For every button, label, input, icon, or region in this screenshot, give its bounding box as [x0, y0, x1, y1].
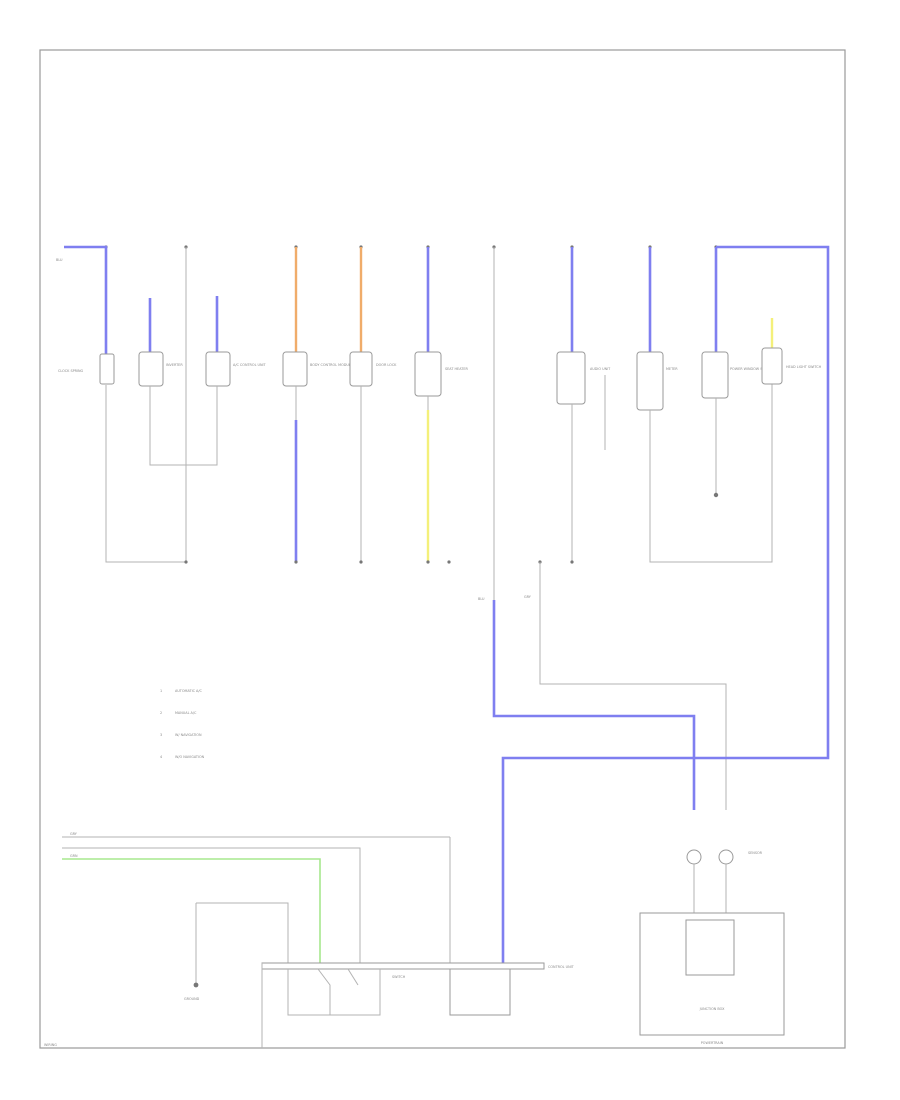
top-connector-row: [104, 245, 718, 249]
wire-col1-lower: [105, 247, 187, 563]
connector-pin: [570, 560, 574, 564]
bus-green: [62, 858, 321, 963]
sensor-left: [686, 849, 702, 865]
junction-label: JUNCTION BOX: [699, 1007, 725, 1011]
component-8: [636, 351, 664, 411]
switch-box: [261, 962, 545, 970]
wire-col8b-gray: [539, 562, 727, 810]
wire-col7-blue-run: [492, 600, 696, 810]
bus-gray-2: [62, 847, 361, 963]
control-unit-box: [449, 968, 511, 1016]
wire-col9-lower: [649, 370, 773, 563]
legend-text: MANUAL A/C: [175, 711, 197, 715]
ground-point: [713, 492, 719, 498]
component-5: [349, 351, 373, 387]
connector-pin: [447, 560, 451, 564]
component-label: SEAT HEATER: [445, 367, 468, 371]
ground-label: GROUND: [184, 997, 200, 1001]
wire-top-left-blue: [64, 245, 108, 355]
component-4: [282, 351, 308, 387]
sensor-label: SENSOR: [748, 851, 763, 855]
legend-text: W/ NAVIGATION: [175, 733, 202, 737]
component-label: HEAD LIGHT SWITCH: [786, 365, 822, 369]
switch-label: SWITCH: [392, 975, 406, 979]
component-label: INVERTER: [166, 363, 183, 367]
switch-contacts: [287, 968, 381, 1016]
component-label: BODY CONTROL MODULE: [310, 363, 353, 367]
component-label: METER: [666, 367, 678, 371]
component-label: POWER WINDOW SWITCH: [730, 367, 774, 371]
wire-ground-left: [195, 902, 289, 985]
component-label: CLOCK SPRING: [58, 369, 84, 373]
footer-left: WIRING: [44, 1043, 57, 1047]
wire-label: GRY: [70, 832, 78, 836]
component-label: A/C CONTROL UNIT: [233, 363, 267, 367]
footer-right: POWERTRAIN: [701, 1041, 724, 1045]
connector-pin: [184, 560, 188, 564]
component-1: [99, 353, 115, 385]
component-label: DOOR LOCK: [376, 363, 397, 367]
legend-text: AUTOMATIC A/C: [175, 689, 203, 693]
component-3: [205, 351, 231, 387]
component-10: [761, 347, 783, 385]
wire-label: BLU: [56, 258, 63, 262]
connector-pin: [359, 560, 363, 564]
control-unit-label: CONTROL UNIT: [548, 965, 575, 969]
wire-label: GRY: [524, 595, 532, 599]
diagram-frame: [39, 49, 846, 1049]
component-9: [701, 351, 729, 399]
component-6: [414, 351, 442, 397]
legend-marker: 4: [160, 755, 162, 759]
wire-right-loop-blue: [501, 245, 830, 965]
legend-marker: 3: [160, 733, 162, 737]
connector-pin: [426, 560, 430, 564]
junction-relay: [685, 919, 735, 976]
legend-text: W/O NAVIGATION: [175, 755, 205, 759]
legend-marker: 2: [160, 711, 162, 715]
connector-pin: [294, 560, 298, 564]
wire-col2-3-join: [149, 386, 218, 466]
legend: 1 AUTOMATIC A/C 2 MANUAL A/C 3 W/ NAVIGA…: [160, 689, 205, 759]
legend-marker: 1: [160, 689, 162, 693]
sensor-right: [718, 849, 734, 865]
ground-point: [193, 982, 199, 988]
wire-label: GRN: [70, 854, 78, 858]
wire-label: BLU: [478, 597, 485, 601]
component-2: [138, 351, 164, 387]
component-label: AUDIO UNIT: [590, 367, 611, 371]
component-7: [556, 351, 586, 405]
